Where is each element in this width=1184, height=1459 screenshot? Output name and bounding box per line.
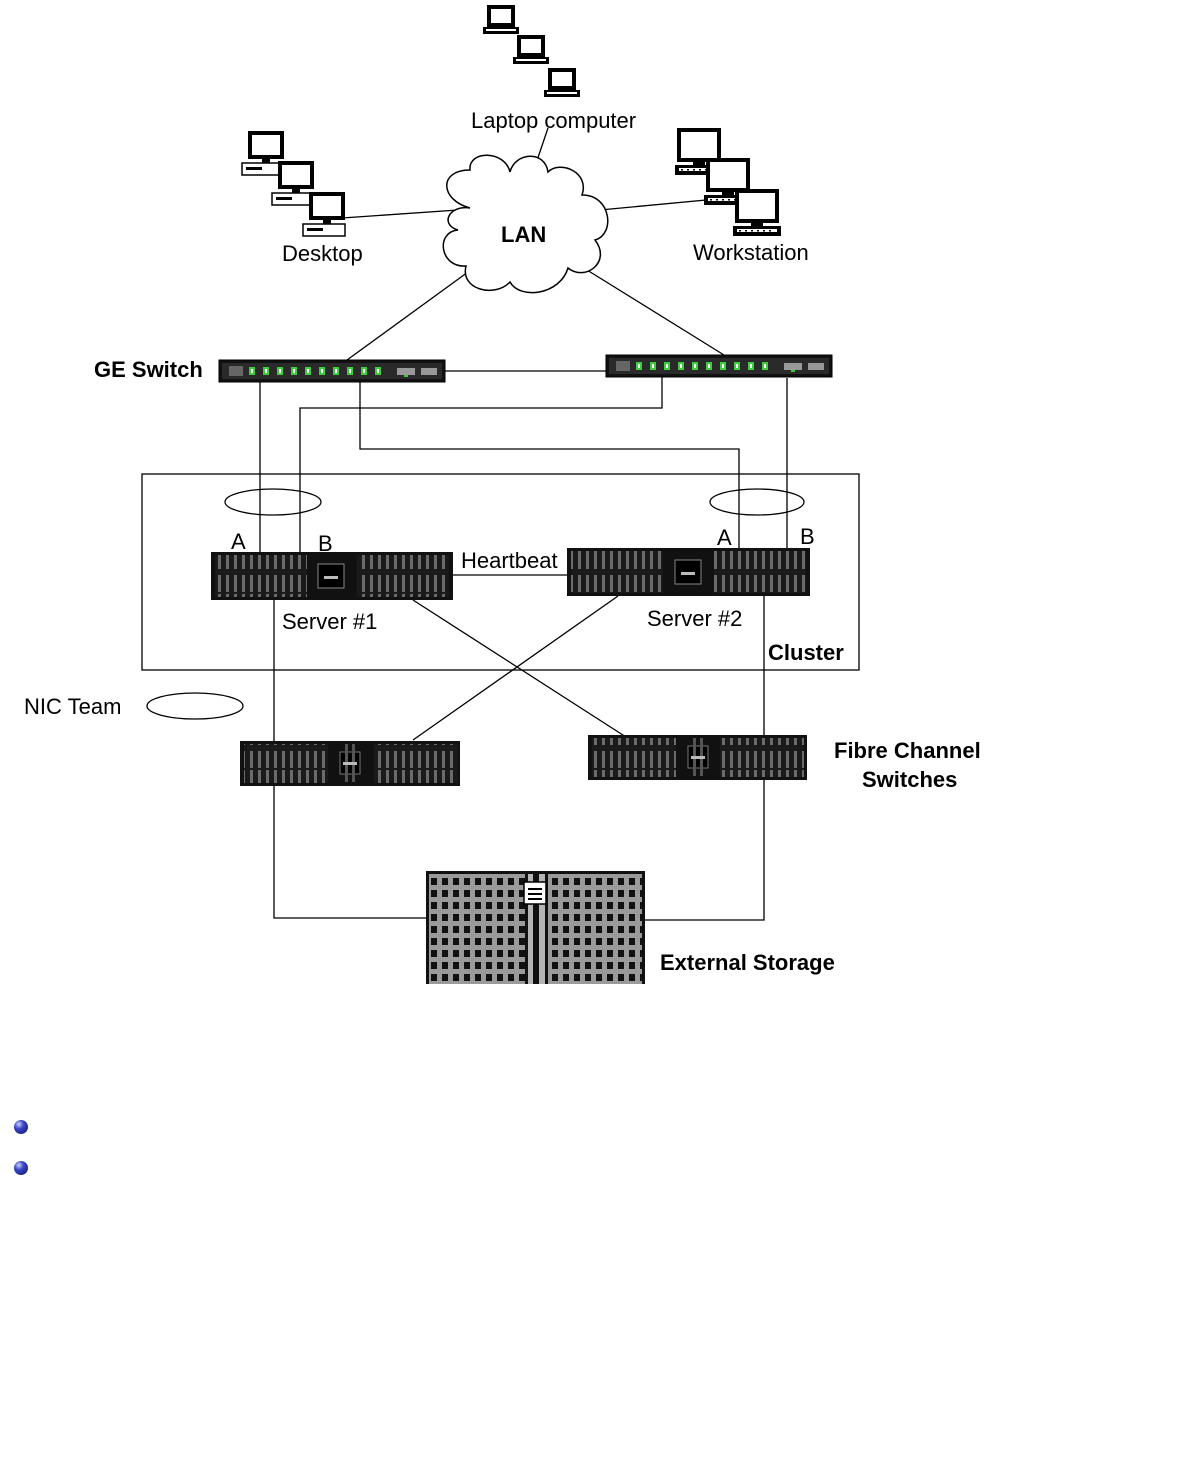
cluster-boundary	[141, 473, 860, 671]
fibre-channel-switch-icon	[588, 735, 807, 780]
connection-lines	[259, 127, 788, 921]
server2-port-b-label: B	[800, 524, 815, 549]
laptop-label: Laptop computer	[471, 108, 636, 133]
cloud-icon	[442, 154, 609, 294]
lan-label: LAN	[501, 222, 546, 247]
workstation-label: Workstation	[693, 240, 809, 265]
workstation-icon	[675, 128, 781, 236]
nic-team-ellipse-server1	[224, 488, 322, 516]
fc-switches-label-line2: Switches	[862, 767, 957, 792]
bullet-icon	[14, 1161, 28, 1175]
server2-label: Server #2	[647, 606, 742, 631]
ge-switch-2	[605, 354, 833, 378]
nic-team-legend-ellipse	[146, 692, 244, 720]
heartbeat-label: Heartbeat	[461, 548, 558, 573]
bullet-icon	[14, 1120, 28, 1134]
desktop-computer-icon	[241, 130, 346, 237]
external-storage-label: External Storage	[660, 950, 835, 975]
nic-team-label: NIC Team	[24, 694, 121, 719]
rack-server-icon	[567, 548, 810, 596]
cluster-network-diagram: Laptop computer LAN Desktop Workstation …	[24, 5, 981, 984]
fibre-channel-switch-icon	[240, 741, 460, 786]
desktop-label: Desktop	[282, 241, 363, 266]
server1-label: Server #1	[282, 609, 377, 634]
ge-switch-1	[218, 359, 446, 383]
nic-team-ellipse-server2	[709, 488, 805, 516]
laptop-icon	[483, 5, 580, 97]
server2-port-a-label: A	[717, 525, 732, 550]
ge-switch-label: GE Switch	[94, 357, 203, 382]
storage-array-icon	[426, 871, 645, 984]
rack-server-icon	[211, 552, 453, 600]
server1-port-a-label: A	[231, 529, 246, 554]
server1-port-b-label: B	[318, 531, 333, 556]
fc-switches-label-line1: Fibre Channel	[834, 738, 981, 763]
cluster-label: Cluster	[768, 640, 844, 665]
